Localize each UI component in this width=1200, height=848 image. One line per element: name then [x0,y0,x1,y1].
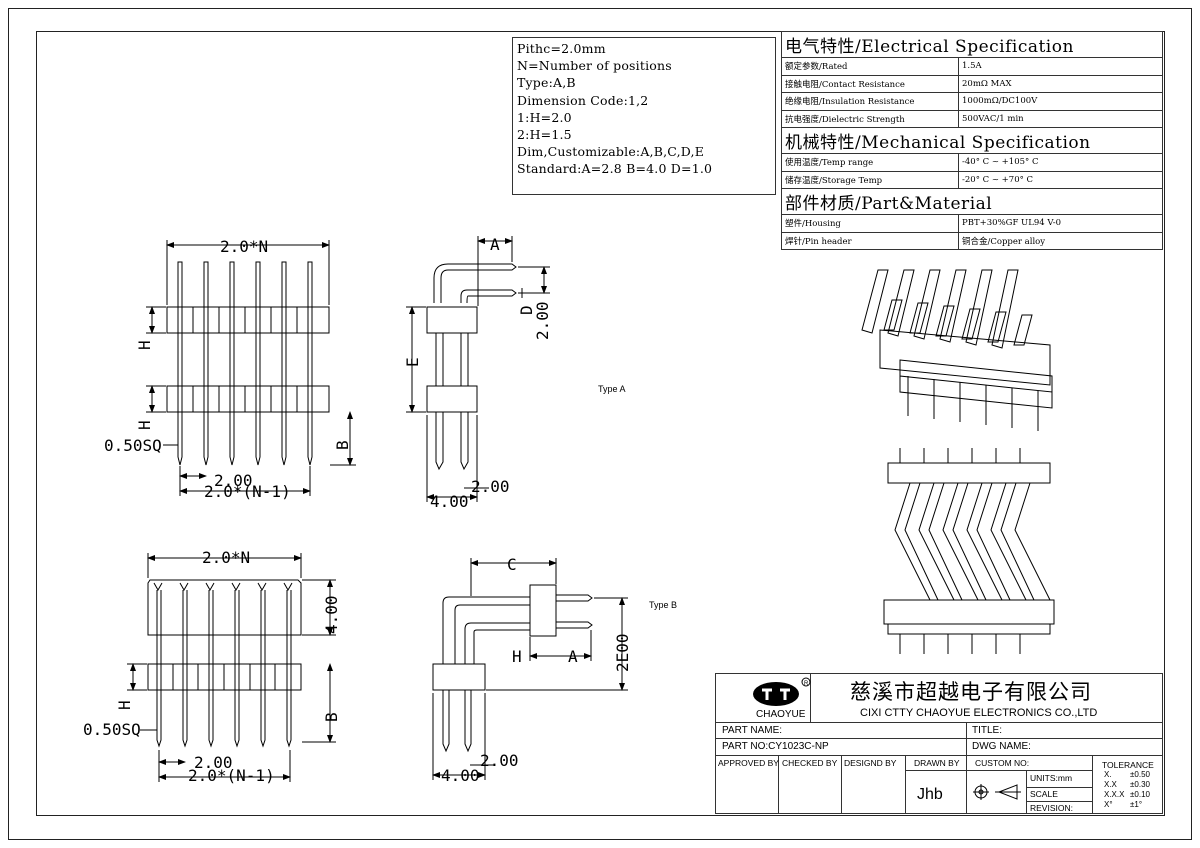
dwg-name-label: DWG NAME: [972,741,1031,752]
dim-d: D [517,305,536,315]
dim-a: A [490,235,500,254]
dim-b: B [333,440,352,450]
tolerance-row: X. ±0.50 [1104,770,1150,779]
inner-border [36,31,1165,816]
upper-housing [166,306,330,334]
tolerance-value: ±0.50 [1130,770,1150,779]
tolerance-value: ±0.30 [1130,780,1150,789]
type-a-front-view [146,240,356,496]
drawn-by: DRAWN BY [914,758,960,768]
tolerance-title: TOLERANCE [1102,760,1154,770]
dim-h: H [512,647,522,666]
revision: REVISION: [1030,803,1073,813]
spec-value: 铜合金/Copper alloy [958,231,1163,250]
outer-border [8,8,1192,840]
mechanical-title: 机械特性/Mechanical Specification [781,127,1163,154]
dim-pitch: 2.00 [194,753,233,772]
note-line: Standard:A=2.8 B=4.0 D=1.0 [517,161,713,177]
dim-c: C [507,555,517,574]
dim-pitch: 2.00 [214,471,253,490]
note-line: Type:A,B [517,75,576,91]
type-b-front-view [127,553,336,782]
tolerance-row: X.X ±0.30 [1104,780,1150,789]
dim-a: A [568,647,578,666]
logo-text: CHAOYUE [756,709,806,720]
dim-h: H [135,340,154,350]
chaoyue-logo: R [753,677,811,706]
part-name-label: PART NAME: [722,725,783,736]
checked-by: CHECKED BY [782,758,838,768]
dim-four: 4.00 [441,766,480,785]
part-no-label-text: PART NO: [722,741,769,752]
dim-h: H [115,700,134,710]
part-no-label: PART NO:CY1023C-NP [722,741,829,752]
pins-a [177,261,313,466]
notes-box: Pithc=2.0mm N=Number of positions Type:A… [512,37,776,195]
type-b-label: Type B [649,600,677,610]
electrical-title: 电气特性/Electrical Specification [781,31,1163,58]
lower-housing [166,385,330,413]
company-en: CIXI CTTY CHAOYUE ELECTRONICS CO.,LTD [860,707,1098,719]
type-a-side-view [406,236,550,502]
spec-label: 焊针/Pin header [781,231,959,250]
dim-sq: 0.50SQ [83,720,141,739]
note-line: Dimension Code:1,2 [517,92,649,108]
tolerance-key: X. [1104,770,1112,779]
custom-no: CUSTOM NO: [975,758,1030,768]
type-a-3d-view [861,269,1053,431]
tolerance-value: ±0.10 [1130,790,1150,799]
dim-four: 4.00 [430,492,469,511]
dim-h: H [135,420,154,430]
dim-two-e: 2E00 [613,633,632,672]
projection-symbol-icon [973,784,1021,800]
title-label: TITLE: [972,725,1003,736]
spec-table: 电气特性/Electrical Specification 额定参数/Rated… [781,31,1163,250]
dim-two-side: 2.00 [480,751,519,770]
part-no-value: CY1023C-NP [768,741,829,752]
note-line: Dim,Customizable:A,B,C,D,E [517,144,705,160]
dim-pitch-n: 2.0*N [202,548,250,567]
type-b-side-view [432,558,628,780]
dim-b: B [322,712,341,722]
title-block: R CHAOYUE 慈溪市超越电子有限公司 CIXI CTTY CHAOYUE … [715,673,1163,814]
dim-two: 2.00 [533,301,552,340]
material-title: 部件材质/Part&Material [781,188,1163,215]
tolerance-key: X° [1104,800,1113,809]
note-line: N=Number of positions [517,58,672,74]
dim-four: 4.00 [322,595,341,634]
drawn-by-value: Jhb [917,786,943,803]
tolerance-value: ±1° [1130,800,1143,809]
dim-pitch-n1: 2.0*(N-1) [188,766,275,785]
designed-by: DESIGND BY [844,758,897,768]
approved-by: APPROVED BY [718,758,779,768]
type-b-3d-view [883,448,1055,654]
scale: SCALE [1030,789,1058,799]
tolerance-row: X° ±1° [1104,800,1142,809]
note-line: Pithc=2.0mm [517,41,606,56]
dim-sq: 0.50SQ [104,436,162,455]
note-line: 2:H=1.5 [517,127,572,143]
company-cn: 慈溪市超越电子有限公司 [850,680,1092,704]
tolerance-key: X.X.X [1104,790,1125,799]
tolerance-key: X.X [1104,780,1117,789]
tolerance-row: X.X.X ±0.10 [1104,790,1150,799]
dim-e: E [403,357,422,367]
units: UNITS:mm [1030,773,1073,783]
note-line: 1:H=2.0 [517,109,572,125]
dim-pitch-n: 2.0*N [220,237,268,256]
svg-text:R: R [804,681,809,687]
dim-two-side: 2.00 [471,477,510,496]
dim-pitch-n1: 2.0*(N-1) [204,482,291,501]
type-a-label: Type A [598,384,626,394]
